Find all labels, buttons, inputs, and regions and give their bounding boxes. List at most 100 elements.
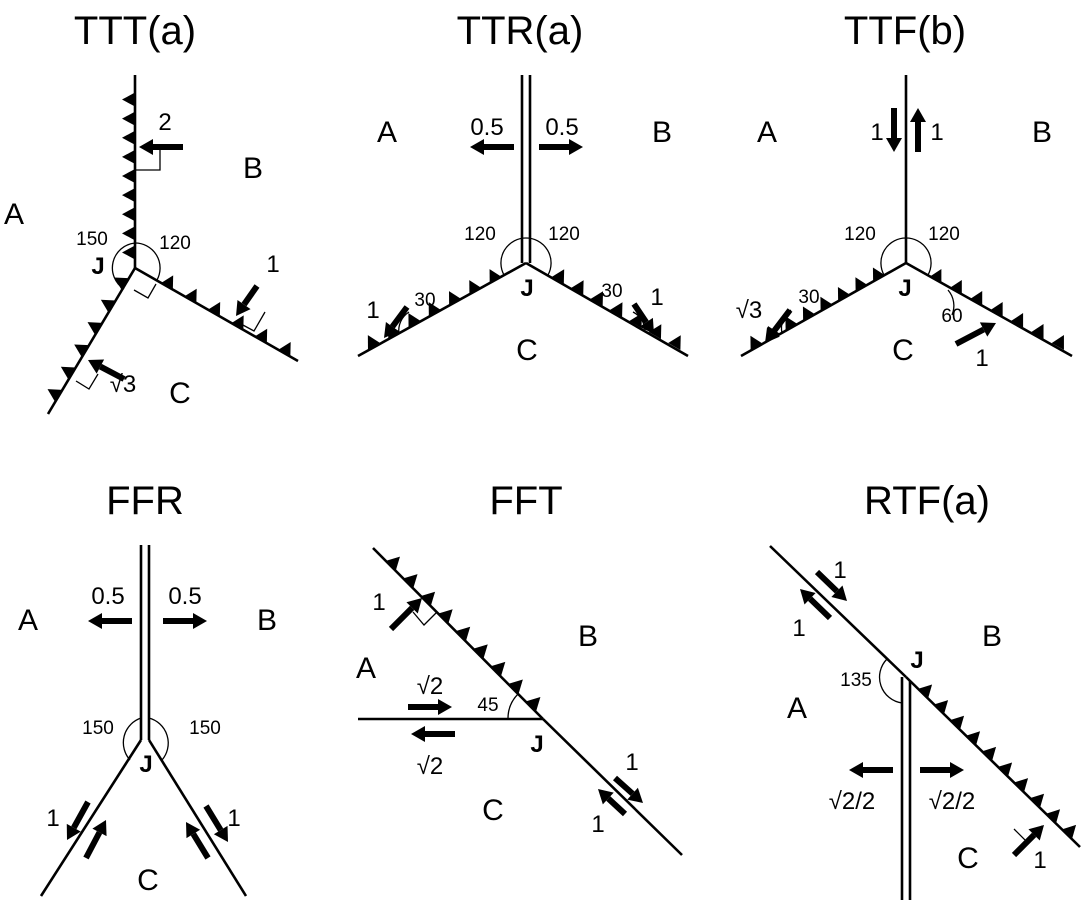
plate-label-c: C xyxy=(892,334,914,367)
subduction-tooth xyxy=(949,715,965,730)
arrow-head xyxy=(639,317,654,334)
velocity-arrow xyxy=(814,569,847,601)
plate-label-b: B xyxy=(1032,116,1052,149)
subduction-tooth xyxy=(207,302,221,317)
subduction-tooth xyxy=(820,296,833,312)
subduction-tooth xyxy=(122,207,135,222)
arrow-shaft xyxy=(71,800,91,830)
velocity-arrow xyxy=(849,762,893,778)
velocity-arrow xyxy=(236,284,260,316)
panel-title: TTT(a) xyxy=(74,9,196,53)
velocity-arrow xyxy=(1011,825,1044,858)
junction-label: J xyxy=(91,253,104,280)
velocity-arrow xyxy=(910,108,926,152)
subduction-tooth xyxy=(990,302,1003,317)
angle-label: 120 xyxy=(844,224,876,245)
subduction-tooth xyxy=(872,267,886,283)
arrow-head xyxy=(186,822,201,839)
plate-label-a: A xyxy=(4,198,24,231)
plate-label-c: C xyxy=(169,377,191,410)
arrow-head xyxy=(569,139,583,155)
right-angle-mark xyxy=(135,145,161,171)
subduction-teeth xyxy=(367,269,503,350)
subduction-tooth xyxy=(74,344,89,358)
angle-label: 135 xyxy=(840,670,872,691)
velocity-label: √3 xyxy=(736,297,763,324)
subduction-tooth xyxy=(609,302,623,317)
angle-arc-60 xyxy=(947,289,955,316)
subduction-tooth xyxy=(1010,313,1024,328)
arrow-shaft xyxy=(631,302,649,325)
angle-label: 45 xyxy=(477,695,498,716)
subduction-tooth xyxy=(648,324,662,339)
subduction-tooth xyxy=(408,313,421,328)
velocity-arrow xyxy=(613,775,643,803)
arrow-shaft xyxy=(613,775,635,796)
arrow-head xyxy=(384,321,399,338)
velocity-label: 1 xyxy=(833,557,846,584)
subduction-tooth xyxy=(448,291,462,306)
velocity-label: 0.5 xyxy=(545,114,578,141)
panel-title: TTR(a) xyxy=(457,9,584,53)
arrow-head xyxy=(950,762,964,778)
subduction-tooth xyxy=(1031,324,1044,339)
trench-boundary-ab xyxy=(372,547,544,720)
arrow-head xyxy=(88,359,105,374)
subduction-tooth xyxy=(122,92,135,107)
velocity-label: 0.5 xyxy=(91,583,124,610)
panel-ttr: TTR(a) A B C 120 120 30 30 J 0.5 0.5 1 1 xyxy=(357,9,689,367)
subduction-tooth xyxy=(231,315,244,331)
arrow-head xyxy=(139,139,153,155)
angle-label: 120 xyxy=(548,224,580,245)
velocity-arrow xyxy=(408,699,452,715)
subduction-tooth xyxy=(47,389,63,402)
subduction-tooth xyxy=(456,626,471,641)
plate-label-b: B xyxy=(243,152,263,185)
velocity-label: 0.5 xyxy=(470,114,503,141)
subduction-tooth xyxy=(933,700,949,715)
subduction-tooth xyxy=(929,269,942,284)
plate-label-a: A xyxy=(18,604,38,637)
angle-label: 60 xyxy=(941,306,962,327)
subduction-teeth xyxy=(917,684,1077,840)
arrow-head xyxy=(411,726,425,742)
arrow-head xyxy=(438,699,452,715)
trench-boundary-ac xyxy=(46,267,137,415)
plate-label-b: B xyxy=(257,604,277,637)
subduction-tooth xyxy=(1029,793,1045,808)
plate-label-a: A xyxy=(377,116,397,149)
velocity-arrow xyxy=(186,822,211,860)
subduction-tooth xyxy=(750,335,763,351)
plate-label-c: C xyxy=(957,842,979,875)
arrow-head xyxy=(886,138,902,152)
junction-label: J xyxy=(910,647,923,674)
angle-arc-120 xyxy=(500,237,527,276)
subduction-tooth xyxy=(969,291,983,306)
plate-label-b: B xyxy=(578,620,598,653)
junction-label: J xyxy=(139,751,152,778)
panel-ttf: TTF(b) A B C 120 120 30 60 J 1 1 √3 1 xyxy=(736,9,1073,372)
arrow-shaft xyxy=(389,305,410,329)
velocity-arrow xyxy=(163,613,207,629)
velocity-label: 1 xyxy=(650,284,663,311)
trench-boundary-bc xyxy=(525,261,689,358)
subduction-tooth xyxy=(122,226,135,241)
subduction-tooth xyxy=(526,697,541,712)
arrow-head xyxy=(598,789,614,805)
velocity-label: 2 xyxy=(158,109,171,136)
arrow-head xyxy=(236,299,251,316)
arrow-head xyxy=(88,613,102,629)
subduction-tooth xyxy=(122,245,135,260)
velocity-arrow xyxy=(88,613,132,629)
velocity-label: 1 xyxy=(975,345,988,372)
angle-label: 120 xyxy=(464,224,496,245)
angle-arc-120 xyxy=(134,242,161,281)
panel-ffr: FFR A B C 150 150 J 0.5 0.5 1 1 xyxy=(18,479,277,897)
arrow-shaft xyxy=(814,569,840,594)
right-angle-mark xyxy=(412,611,438,626)
arrow-shaft xyxy=(83,830,103,860)
angle-label: 150 xyxy=(82,718,114,739)
subduction-tooth xyxy=(184,288,197,304)
velocity-arrow xyxy=(384,305,410,338)
arrow-shaft xyxy=(203,804,224,832)
